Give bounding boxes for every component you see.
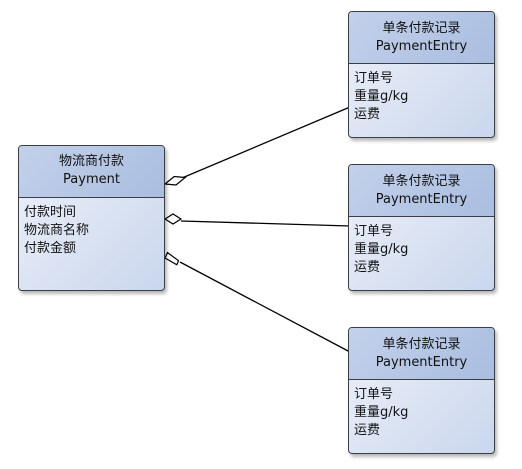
payment-entry-class-header: 单条付款记录 PaymentEntry	[349, 165, 494, 217]
payment-entry-attribute: 重量g/kg	[354, 405, 409, 420]
aggregation-diamond-2-icon	[163, 213, 183, 225]
payment-entry-attribute: 订单号	[354, 71, 394, 86]
payment-entry-title-en: PaymentEntry	[375, 39, 468, 54]
payment-class-title-en: Payment	[63, 172, 120, 187]
payment-entry-attribute: 运费	[354, 260, 381, 275]
payment-entry-attribute: 重量g/kg	[354, 89, 409, 104]
payment-entry-class-header: 单条付款记录 PaymentEntry	[349, 12, 494, 64]
payment-entry-class-box-1[interactable]: 单条付款记录 PaymentEntry 订单号 重量g/kg 运费	[348, 11, 495, 138]
aggregation-diamond-3-icon	[164, 251, 180, 266]
payment-entry-class-box-3[interactable]: 单条付款记录 PaymentEntry 订单号 重量g/kg 运费	[348, 327, 495, 454]
payment-class-box[interactable]: 物流商付款 Payment 付款时间 物流商名称 付款金额	[18, 145, 165, 291]
payment-class-title-cn: 物流商付款	[58, 154, 124, 169]
aggregation-line-3	[179, 261, 351, 353]
payment-entry-attribute: 运费	[354, 107, 381, 122]
payment-entry-attributes: 订单号 重量g/kg 运费	[349, 380, 494, 446]
payment-entry-attribute: 订单号	[354, 387, 394, 402]
payment-entry-title-en: PaymentEntry	[375, 192, 468, 207]
payment-class-header: 物流商付款 Payment	[19, 146, 164, 198]
payment-entry-attributes: 订单号 重量g/kg 运费	[349, 64, 494, 130]
payment-entry-class-box-2[interactable]: 单条付款记录 PaymentEntry 订单号 重量g/kg 运费	[348, 164, 495, 291]
payment-entry-attribute: 运费	[354, 423, 381, 438]
payment-attribute: 付款时间	[24, 205, 77, 220]
payment-entry-title-cn: 单条付款记录	[382, 21, 461, 36]
aggregation-diamond-1-icon	[163, 175, 187, 186]
payment-entry-attributes: 订单号 重量g/kg 运费	[349, 217, 494, 283]
payment-entry-attribute: 重量g/kg	[354, 242, 409, 257]
payment-entry-title-cn: 单条付款记录	[382, 174, 461, 189]
aggregation-line-2	[180, 220, 351, 227]
payment-entry-title-cn: 单条付款记录	[382, 337, 461, 352]
payment-entry-title-en: PaymentEntry	[375, 355, 468, 370]
payment-attribute: 付款金额	[24, 241, 77, 256]
payment-attribute: 物流商名称	[24, 223, 90, 238]
payment-entry-attribute: 订单号	[354, 224, 394, 239]
aggregation-line-1	[181, 106, 351, 179]
payment-entry-class-header: 单条付款记录 PaymentEntry	[349, 328, 494, 380]
payment-class-attributes: 付款时间 物流商名称 付款金额	[19, 198, 164, 264]
